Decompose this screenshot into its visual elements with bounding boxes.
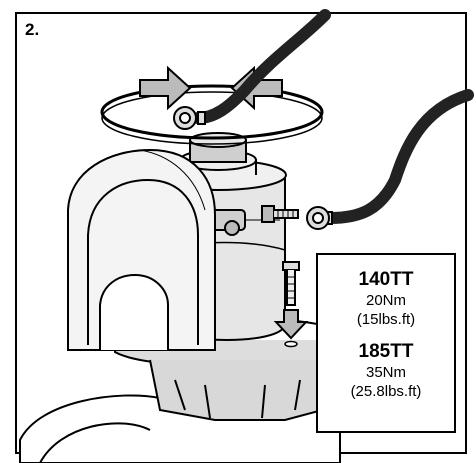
torque-spec-box: 140TT 20Nm (15lbs.ft) 185TT 35Nm (25.8lb…: [316, 253, 456, 433]
down-arrow-icon: [273, 309, 309, 340]
torque-lbs: (15lbs.ft): [356, 311, 416, 328]
rotation-ring: [100, 84, 324, 145]
torque-nm: 20Nm: [365, 292, 406, 309]
power-cable-top: [192, 9, 331, 124]
model-label: 185TT: [358, 341, 414, 362]
ring-terminal-top: [173, 106, 206, 130]
motor-cover: [67, 148, 216, 351]
ring-terminal-right: [306, 206, 333, 230]
spec-185tt: 185TT 35Nm (25.8lbs.ft): [318, 341, 454, 401]
torque-nm: 35Nm: [365, 364, 406, 381]
bolt-hole: [284, 340, 298, 348]
model-label: 140TT: [358, 269, 414, 290]
spec-140tt: 140TT 20Nm (15lbs.ft): [318, 269, 454, 329]
torque-lbs: (25.8lbs.ft): [350, 383, 422, 400]
rotate-arrow-right-icon: [139, 65, 192, 111]
power-cable-right: [324, 89, 474, 224]
step-number: 2.: [25, 20, 40, 39]
mounting-bolt: [282, 261, 300, 306]
